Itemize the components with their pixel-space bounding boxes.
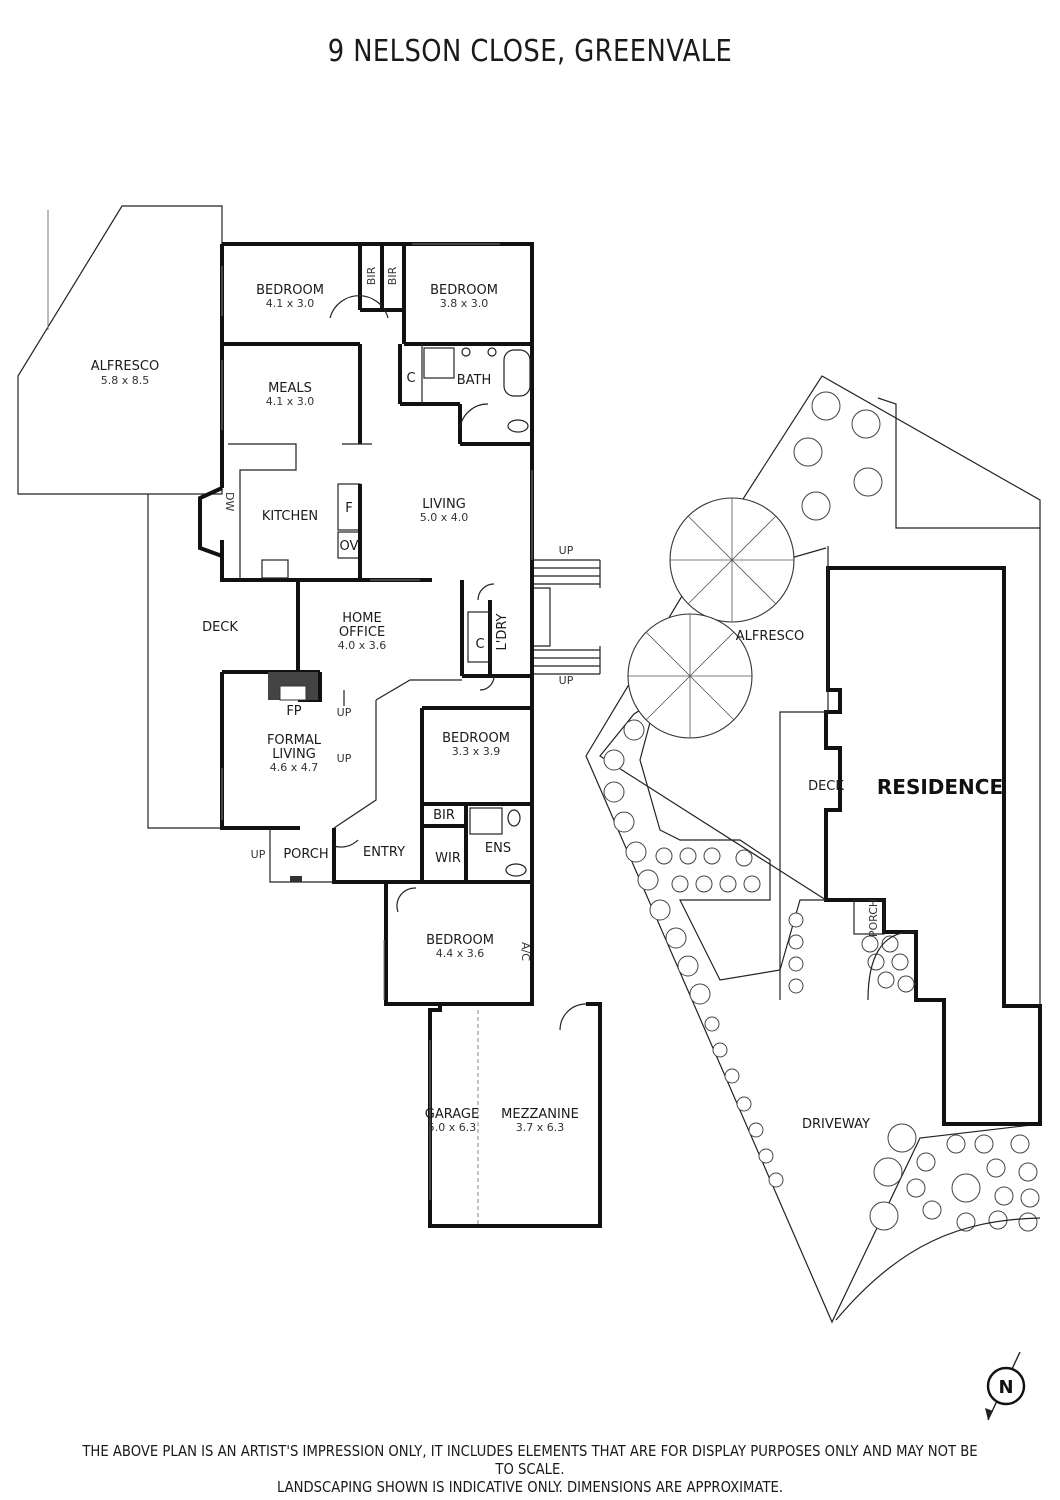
bedroom-south-label: BEDROOM (426, 933, 494, 948)
entry-label: ENTRY (363, 845, 405, 860)
mezzanine-dims: 3.7 x 6.3 (516, 1121, 565, 1134)
bedroom-ne-label: BEDROOM (430, 283, 498, 298)
deck-outline (147, 494, 222, 829)
exterior-wall (222, 242, 534, 1006)
dw-label: DW (223, 492, 236, 511)
compass-letter: N (998, 1377, 1013, 1398)
fridge-label: F (345, 501, 352, 516)
site-plan: ALFRESCO DECK RESIDENCE PORCH DRIVEWAY (585, 375, 1042, 1324)
disclaimer-line-2: LANDSCAPING SHOWN IS INDICATIVE ONLY. DI… (276, 1478, 784, 1496)
kitchen-label: KITCHEN (262, 509, 318, 524)
up-marker-stairs-top: UP (559, 544, 574, 557)
formal-living-dims: 4.6 x 4.7 (270, 761, 319, 774)
up-marker-porch: UP (251, 848, 266, 861)
bir-right-label: BIR (386, 266, 399, 285)
room-labels: ALFRESCO 5.8 x 8.5 BEDROOM 4.1 x 3.0 BED… (91, 266, 579, 1134)
home-office-label-2: OFFICE (339, 625, 385, 640)
wir-label: WIR (435, 851, 461, 866)
shrubs (603, 391, 1040, 1232)
meals-dims: 4.1 x 3.0 (266, 395, 315, 408)
site-deck-label: DECK (808, 779, 844, 794)
fp-label: FP (286, 704, 301, 719)
garage-label: GARAGE (425, 1107, 479, 1122)
up-marker-formal: UP (337, 752, 352, 765)
disclaimer-line-1: THE ABOVE PLAN IS AN ARTIST'S IMPRESSION… (82, 1442, 978, 1478)
plan-title: 9 NELSON CLOSE, GREENVALE (327, 34, 733, 69)
bath-label: BATH (457, 373, 492, 388)
alfresco-outline (17, 205, 223, 495)
up-marker-stairs-bottom: UP (559, 674, 574, 687)
ac-label: A/C (519, 942, 532, 961)
mezzanine-label: MEZZANINE (501, 1107, 579, 1122)
living-dims: 5.0 x 4.0 (420, 511, 469, 524)
bedroom-mid-label: BEDROOM (442, 731, 510, 746)
living-label: LIVING (422, 497, 466, 512)
alfresco-dims: 5.8 x 8.5 (101, 374, 150, 387)
bedroom-mid-dims: 3.3 x 3.9 (452, 745, 501, 758)
laundry-label: L'DRY (495, 613, 510, 650)
porch-label: PORCH (283, 847, 328, 862)
home-office-dims: 4.0 x 3.6 (338, 639, 387, 652)
closet-c1-label: C (406, 371, 415, 386)
residence-outline (824, 566, 1042, 1126)
alfresco-label: ALFRESCO (91, 359, 159, 374)
meals-label: MEALS (268, 381, 312, 396)
driveway-label: DRIVEWAY (802, 1117, 870, 1132)
bir-ens-label: BIR (433, 808, 455, 823)
site-porch-label: PORCH (867, 899, 880, 937)
deck-label: DECK (202, 620, 238, 635)
oven-label: OV (340, 539, 359, 554)
site-boundary (585, 375, 1041, 1324)
bedroom-nw-dims: 4.1 x 3.0 (266, 297, 315, 310)
stairs (534, 559, 601, 675)
bedroom-nw-label: BEDROOM (256, 283, 324, 298)
bedroom-ne-dims: 3.8 x 3.0 (440, 297, 489, 310)
up-marker-fp: UP (337, 706, 352, 719)
floor-plan-drawing (17, 205, 602, 1228)
site-alfresco-label: ALFRESCO (736, 629, 804, 644)
residence-label: RESIDENCE (877, 775, 1003, 799)
formal-living-label-1: FORMAL (267, 733, 322, 748)
garage-dims: 5.0 x 6.3 (428, 1121, 477, 1134)
formal-living-label-2: LIVING (272, 747, 316, 762)
disclaimer: THE ABOVE PLAN IS AN ARTIST'S IMPRESSION… (81, 1442, 979, 1496)
closet-c2-label: C (475, 637, 484, 652)
bir-left-label: BIR (365, 266, 378, 285)
bedroom-south-dims: 4.4 x 3.6 (436, 947, 485, 960)
home-office-label-1: HOME (342, 611, 381, 626)
ens-label: ENS (485, 841, 511, 856)
compass-icon: N (985, 1351, 1026, 1421)
